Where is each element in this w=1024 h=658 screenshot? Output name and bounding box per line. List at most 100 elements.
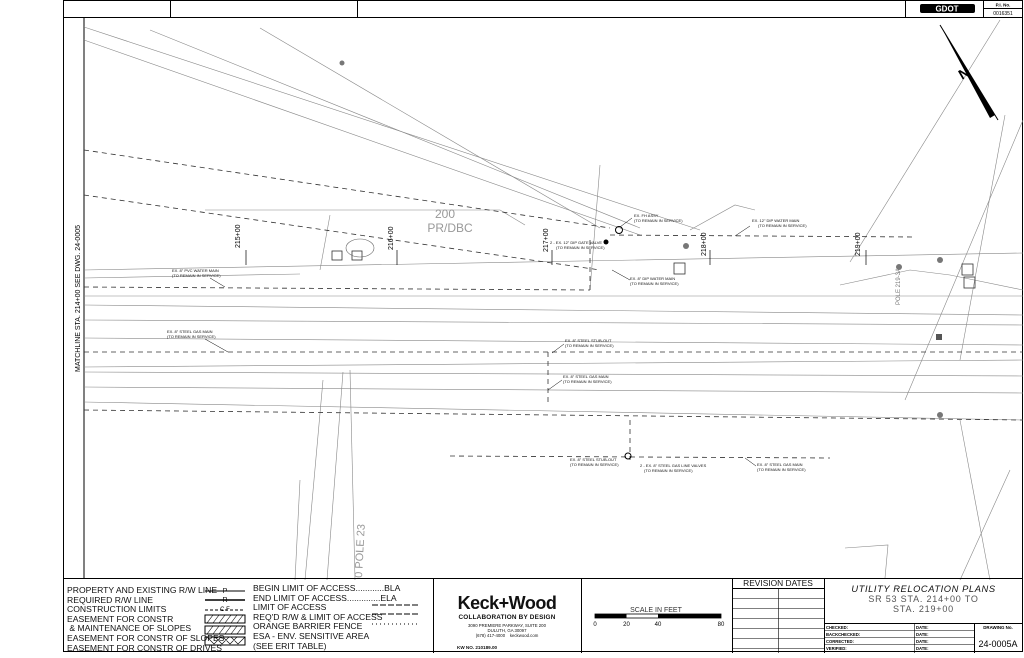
svg-text:(TO REMAIN IN SERVICE): (TO REMAIN IN SERVICE) [167, 334, 216, 339]
station-label: 216+00 [388, 226, 395, 250]
firm-block: Keck+Wood COLLABORATION BY DESIGN 3090 P… [433, 578, 582, 653]
pole-23-label: 0 POLE 23 [353, 524, 368, 578]
utility-pole-icon [896, 264, 902, 270]
transformer-icon [673, 262, 686, 275]
field-backchecked: BACKCHECKED: [826, 632, 860, 637]
callout-gate-valve: 2 - EX. 12" DIP GATE VALVE [550, 240, 602, 245]
svg-text:(TO REMAIN IN SERVICE): (TO REMAIN IN SERVICE) [634, 218, 683, 223]
svg-text:GDOT: GDOT [935, 5, 958, 14]
access-symbols [372, 604, 420, 625]
callout-water-main-12: EX. 12" DIP WATER MAIN [752, 218, 799, 223]
callout-fire-hydrant: EX. FH ASSY [634, 213, 659, 218]
svg-text:(TO REMAIN IN SERVICE): (TO REMAIN IN SERVICE) [563, 379, 612, 384]
signoff-grid: CHECKED: BACKCHECKED: CORRECTED: VERIFIE… [824, 623, 1023, 653]
legend-item: END LIMIT OF ACCESS..............ELA [253, 592, 397, 603]
gate-valve-icon [603, 239, 609, 245]
callout-gas-main: EX. 8" STEEL GAS MAIN [167, 329, 213, 334]
marker-icon [936, 334, 942, 340]
matchline-label: MATCHLINE STA. 214+00 SEE DWG. 24-0005 [75, 225, 82, 372]
gas-main-south-line [449, 455, 831, 459]
field-verified: VERIFIED: [826, 646, 847, 651]
legend-item: EASEMENT FOR CONSTR [67, 613, 174, 624]
roadway-linework [83, 19, 1024, 581]
transformer-icon [331, 250, 343, 261]
field-date: DATE: [916, 646, 928, 651]
legend-symbol-p: P [223, 588, 228, 595]
legend-symbols: P R C F [204, 588, 246, 646]
legend-item: ESA - ENV. SENSITIVE AREA [253, 630, 370, 641]
kw-number: KW NO. 210189.00 [457, 645, 498, 650]
callout-stub-out-2: EX. 8" STEEL STUB-OUT [570, 457, 617, 462]
legend: PROPERTY AND EXISTING R/W LINE REQUIRED … [63, 578, 434, 653]
legend-item: REQ'D R/W & LIMIT OF ACCESS [253, 611, 383, 622]
sheet-title: UTILITY RELOCATION PLANS [851, 584, 996, 594]
station-label: 215+00 [235, 224, 242, 248]
drawing-no-label: DRAWING No. [983, 625, 1013, 630]
fire-hydrant-icon [615, 226, 623, 234]
pi-label: P.I. No. [996, 3, 1011, 8]
legend-item: LIMIT OF ACCESS [253, 602, 327, 613]
title-block: UTILITY RELOCATION PLANS SR 53 STA. 214+… [824, 578, 1023, 653]
legend-item: CONSTRUCTION LIMITS [67, 604, 167, 615]
svg-text:(TO REMAIN IN SERVICE): (TO REMAIN IN SERVICE) [556, 245, 605, 250]
station-label: 218+00 [701, 232, 708, 256]
transformer-icon [351, 250, 363, 261]
legend-item: & MAINTENANCE OF SLOPES [67, 623, 192, 634]
revision-grid [732, 589, 824, 653]
svg-text:(TO REMAIN IN SERVICE): (TO REMAIN IN SERVICE) [644, 468, 693, 473]
field-date: DATE: [916, 632, 928, 637]
sheet-subtitle: STA. 219+00 [893, 604, 954, 614]
callout-water-main-dip: EX. 8" DIP WATER MAIN [630, 276, 675, 281]
revision-header: REVISION DATES [732, 579, 824, 589]
station-ticks [245, 250, 867, 265]
tree-icon [345, 238, 375, 258]
drawing-number: 24-0005A [978, 639, 1017, 649]
legend-symbol-r: R [222, 597, 227, 604]
north-arrow-icon: N [939, 24, 999, 121]
utility-pole-icon [937, 412, 943, 418]
utility-pole-icon [339, 60, 345, 66]
utility-lines [83, 149, 1024, 460]
svg-text:(TO REMAIN IN SERVICE): (TO REMAIN IN SERVICE) [172, 273, 221, 278]
legend-item: (SEE ERIT TABLE) [253, 640, 327, 651]
transformer-icon [963, 276, 976, 289]
callout-stub-out: EX. 8" STEEL STUB-OUT [565, 338, 612, 343]
legend-item: BEGIN LIMIT OF ACCESS............BLA [253, 583, 401, 593]
field-date: DATE: [916, 639, 928, 644]
revision-block: REVISION DATES [732, 578, 825, 653]
scale-block: SCALE IN FEET 0 20 40 80 [581, 578, 733, 653]
field-date: DATE: [916, 625, 928, 630]
pi-number: 0016351 [993, 11, 1013, 17]
scale-tick: 0 [593, 622, 597, 628]
field-corrected: CORRECTED: [826, 639, 854, 644]
callout-gas-valves: 2 - EX. 8" STEEL GAS LINE VALVES [640, 463, 707, 468]
firm-tagline: COLLABORATION BY DESIGN [458, 614, 556, 621]
station-label: 217+00 [543, 228, 550, 252]
scale-bar: SCALE IN FEET 0 20 40 80 [593, 607, 725, 628]
row-line-south [83, 409, 1024, 421]
pole-219-label: POLE 219-3A [896, 268, 902, 305]
gdot-logo: GDOT [920, 4, 975, 14]
legend-item: EASEMENT FOR CONSTR OF DRIVES [67, 642, 223, 653]
scale-tick: 20 [623, 622, 630, 628]
power-line-2 [83, 149, 611, 229]
power-line [83, 194, 601, 271]
legend-item: EASEMENT FOR CONSTR OF SLOPES [67, 632, 225, 643]
legend-item: REQUIRED R/W LINE [67, 594, 153, 605]
water-main-line [83, 286, 591, 291]
legend-item: PROPERTY AND EXISTING R/W LINE [67, 585, 218, 595]
gas-valve-icon [624, 452, 632, 460]
callout-water-main: EX. 8" PVC WATER MAIN [172, 268, 219, 273]
legend-item: ORANGE BARRIER FENCE [253, 621, 363, 632]
sheet-subtitle: SR 53 STA. 214+00 TO [868, 594, 979, 604]
utility-pole-icon [683, 243, 689, 249]
svg-text:(TO REMAIN IN SERVICE): (TO REMAIN IN SERVICE) [758, 223, 807, 228]
scale-tick: 80 [718, 622, 725, 628]
station-label: 219+00 [855, 232, 862, 256]
callout-gas-main-2: EX. 8" STEEL GAS MAIN [563, 374, 609, 379]
scale-label: SCALE IN FEET [630, 607, 682, 614]
svg-text:(TO REMAIN IN SERVICE): (TO REMAIN IN SERVICE) [565, 343, 614, 348]
svg-text:(TO REMAIN IN SERVICE): (TO REMAIN IN SERVICE) [630, 281, 679, 286]
scale-tick: 40 [655, 622, 662, 628]
